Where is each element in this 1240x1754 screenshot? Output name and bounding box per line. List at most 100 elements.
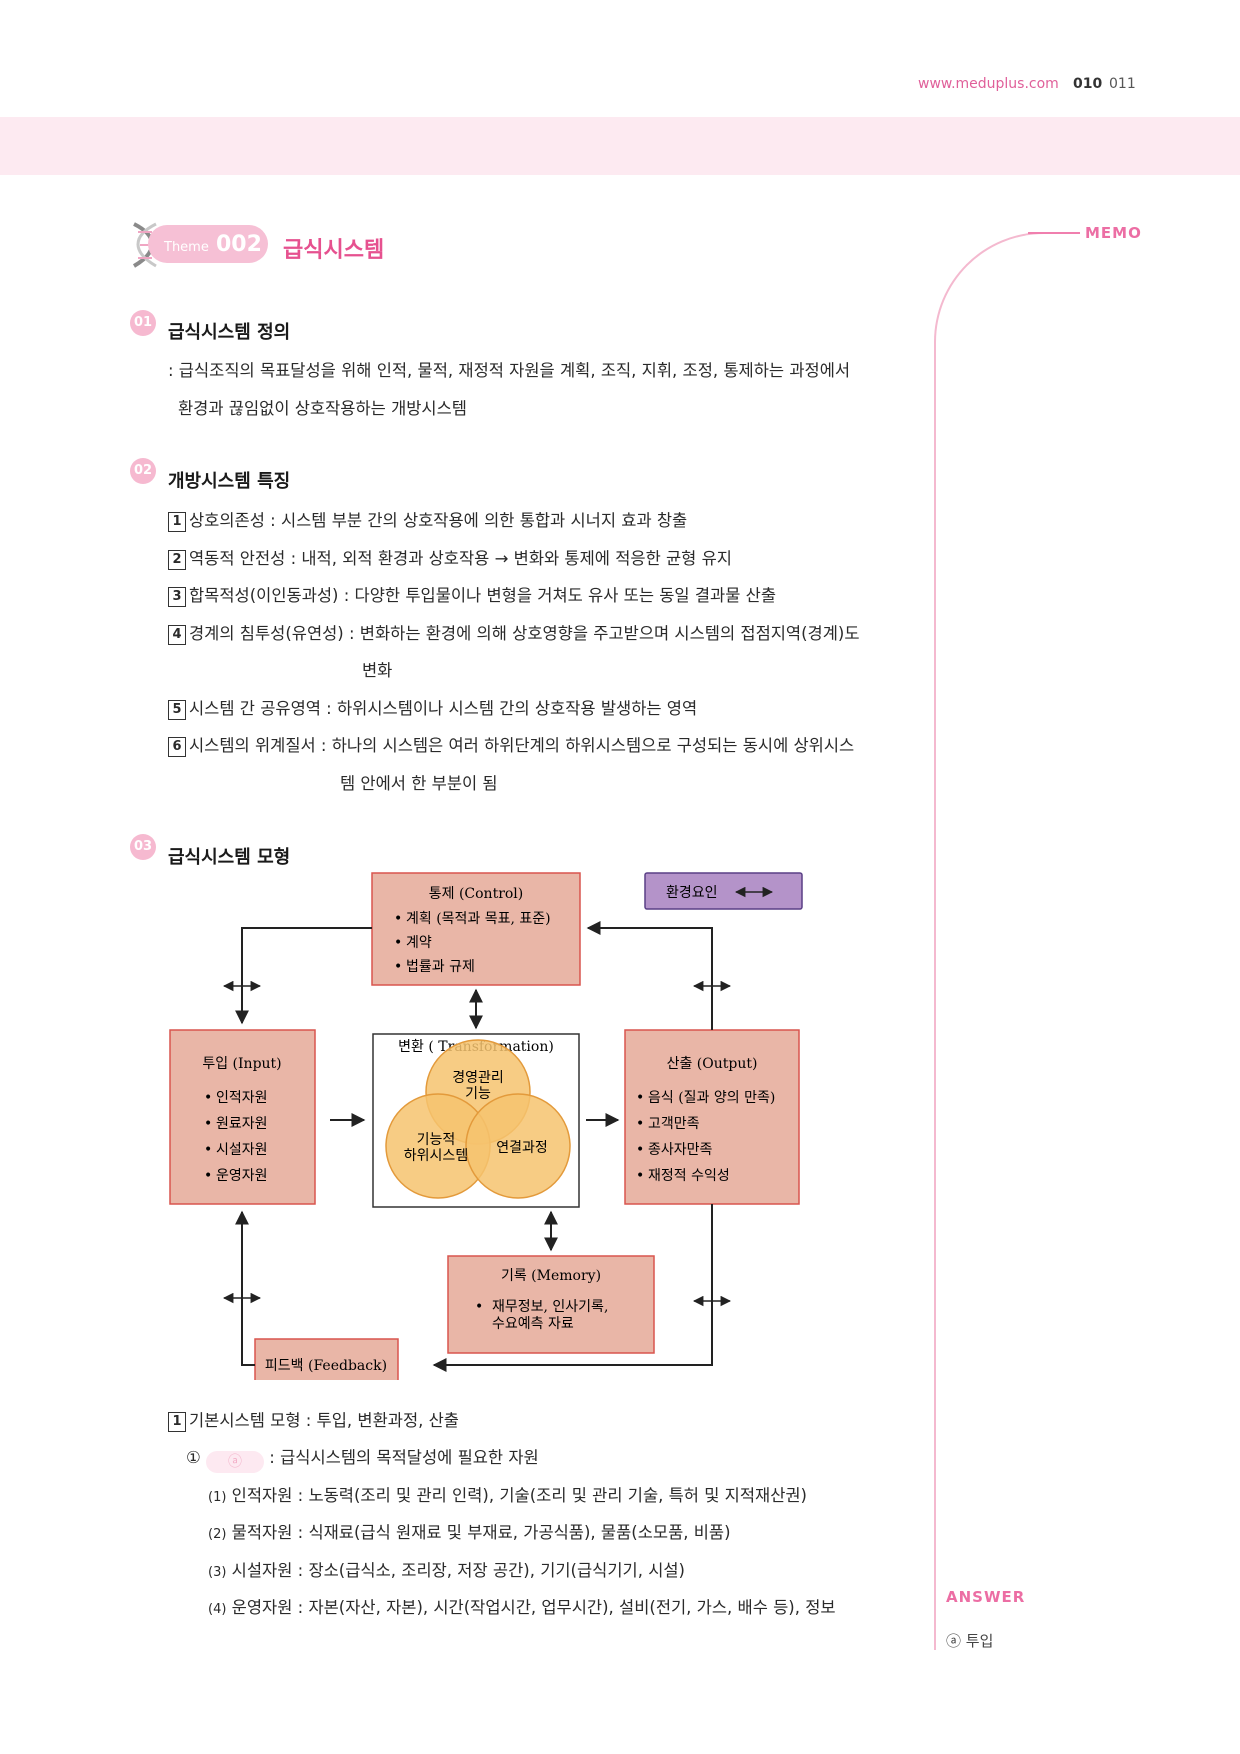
output-item: 재정적 수익성 [648, 1168, 730, 1184]
resource-number: (2) [208, 1527, 227, 1542]
memo-arc [934, 232, 1076, 364]
section-number: 03 [130, 834, 156, 860]
control-item: 계획 (목적과 목표, 표준) [406, 911, 551, 927]
item-number: 3 [168, 587, 186, 607]
item-number: 1 [168, 1412, 186, 1432]
input-item: 운영자원 [216, 1168, 268, 1184]
resource-text: 인적자원 : 노동력(조리 및 관리 인력), 기술(조리 및 관리 기술, 특… [231, 1486, 807, 1505]
item-number: 2 [168, 550, 186, 570]
output-bullet: • [636, 1142, 644, 1158]
subsection-a: ① ⓐ : 급식시스템의 목적달성에 필요한 자원 [186, 1444, 539, 1473]
output-box [624, 1029, 800, 1205]
feature-continuation: 변화 [362, 661, 393, 680]
input-title: 투입 (Input) [202, 1056, 281, 1072]
item-number: 1 [168, 512, 186, 532]
item-number: 6 [168, 737, 186, 757]
theme-badge [148, 225, 268, 263]
venn-label: 경영관리 [452, 1070, 504, 1086]
output-bullet: • [636, 1090, 644, 1106]
control-box [371, 872, 581, 986]
output-to-control-arrow [586, 921, 713, 1030]
memory-bullet: • [475, 1299, 483, 1315]
input-bullet: • [204, 1116, 212, 1132]
resource-number: (1) [208, 1490, 227, 1505]
input-item: 원료자원 [216, 1116, 268, 1132]
feature-text: 시스템 간 공유영역 : 하위시스템이나 시스템 간의 상호작용 발생하는 영역 [189, 699, 698, 718]
environment-box [644, 872, 803, 910]
memo-rule [1028, 232, 1080, 234]
circle-number: ① [186, 1448, 201, 1467]
input-bullet: • [204, 1142, 212, 1158]
feedback-to-input-arrow [235, 1210, 255, 1366]
page-number-left: 010 [1073, 76, 1103, 92]
feature-text: 시스템의 위계질서 : 하나의 시스템은 여러 하위단계의 하위시스템으로 구성… [189, 736, 855, 755]
section-title: 급식시스템 모형 [168, 847, 291, 868]
answer-text: ⓐ 투입 [946, 1632, 994, 1650]
input-bullet: • [204, 1168, 212, 1184]
system-model-diagram: 통제 (Control) • 계획 (목적과 목표, 표준) • 계약 • 법률… [169, 872, 803, 1380]
output-bullet: • [636, 1116, 644, 1132]
section-title: 개방시스템 특징 [168, 471, 291, 492]
resource-item: (3) 시설자원 : 장소(급식소, 조리장, 저장 공간), 기기(급식기기,… [208, 1557, 685, 1581]
resource-item: (1) 인적자원 : 노동력(조리 및 관리 인력), 기술(조리 및 관리 기… [208, 1482, 807, 1506]
theme-word: Theme [164, 240, 209, 255]
feature-continuation: 템 안에서 한 부분이 됨 [340, 774, 498, 793]
memory-title: 기록 (Memory) [501, 1268, 601, 1284]
control-bullet: • [394, 911, 402, 927]
definition-line-2: 환경과 끊임없이 상호작용하는 개방시스템 [178, 399, 467, 418]
resource-item: (2) 물적자원 : 식재료(급식 원재료 및 부재료, 가공식품), 물품(소… [208, 1519, 731, 1543]
control-item: 법률과 규제 [406, 959, 475, 975]
memory-line: 수요예측 자료 [492, 1316, 574, 1332]
output-to-feedback-arrow [432, 1204, 713, 1372]
venn-circle-linking [465, 1093, 571, 1199]
memo-label: MEMO [1085, 224, 1142, 242]
feature-text: 상호의존성 : 시스템 부분 간의 상호작용에 의한 통합과 시너지 효과 창출 [189, 511, 688, 530]
item-number: 4 [168, 625, 186, 645]
input-item: 시설자원 [216, 1142, 268, 1158]
item-number: 5 [168, 700, 186, 720]
feedback-box [254, 1338, 399, 1380]
input-bullet: • [204, 1090, 212, 1106]
theme-title: 급식시스템 [283, 238, 385, 263]
resource-number: (3) [208, 1565, 227, 1580]
input-box [169, 1029, 316, 1205]
subsection-a-text: : 급식시스템의 목적달성에 필요한 자원 [269, 1448, 539, 1467]
venn-label: 기능 [465, 1086, 491, 1102]
page-number-right: 011 [1109, 76, 1136, 92]
resource-item: (4) 운영자원 : 자본(자산, 자본), 시간(작업시간, 업무시간), 설… [208, 1594, 836, 1618]
control-to-input-arrow [235, 927, 372, 1025]
section-number: 02 [130, 458, 156, 484]
site-url[interactable]: www.meduplus.com [918, 76, 1059, 92]
output-title: 산출 (Output) [667, 1056, 758, 1072]
memory-line: 재무정보, 인사기록, [492, 1299, 608, 1315]
feature-text: 경계의 침투성(유연성) : 변화하는 환경에 의해 상호영향을 주고받으며 시… [189, 624, 860, 643]
memo-divider [934, 360, 936, 1650]
resource-number: (4) [208, 1602, 227, 1617]
venn-label: 기능적 [417, 1132, 456, 1148]
definition-line-1: : 급식조직의 목표달성을 위해 인적, 물적, 재정적 자원을 계획, 조직,… [168, 361, 851, 380]
memory-box [447, 1255, 655, 1354]
control-title: 통제 (Control) [429, 886, 524, 902]
control-item: 계약 [406, 935, 432, 951]
section-title: 급식시스템 정의 [168, 322, 291, 343]
header-band [0, 117, 1240, 175]
input-item: 인적자원 [216, 1090, 268, 1106]
environment-label: 환경요인 [666, 885, 718, 901]
output-item: 고객만족 [648, 1116, 700, 1132]
control-bullet: • [394, 959, 402, 975]
answer-blank[interactable]: ⓐ [206, 1451, 265, 1473]
theme-number: 002 [216, 232, 262, 257]
output-item: 종사자만족 [648, 1142, 713, 1158]
venn-label: 하위시스템 [404, 1148, 468, 1164]
feature-text: 합목적성(이인동과성) : 다양한 투입물이나 변형을 거쳐도 유사 또는 동일… [189, 586, 777, 605]
section-number: 01 [130, 310, 156, 336]
feedback-title: 피드백 (Feedback) [265, 1358, 387, 1374]
control-bullet: • [394, 935, 402, 951]
